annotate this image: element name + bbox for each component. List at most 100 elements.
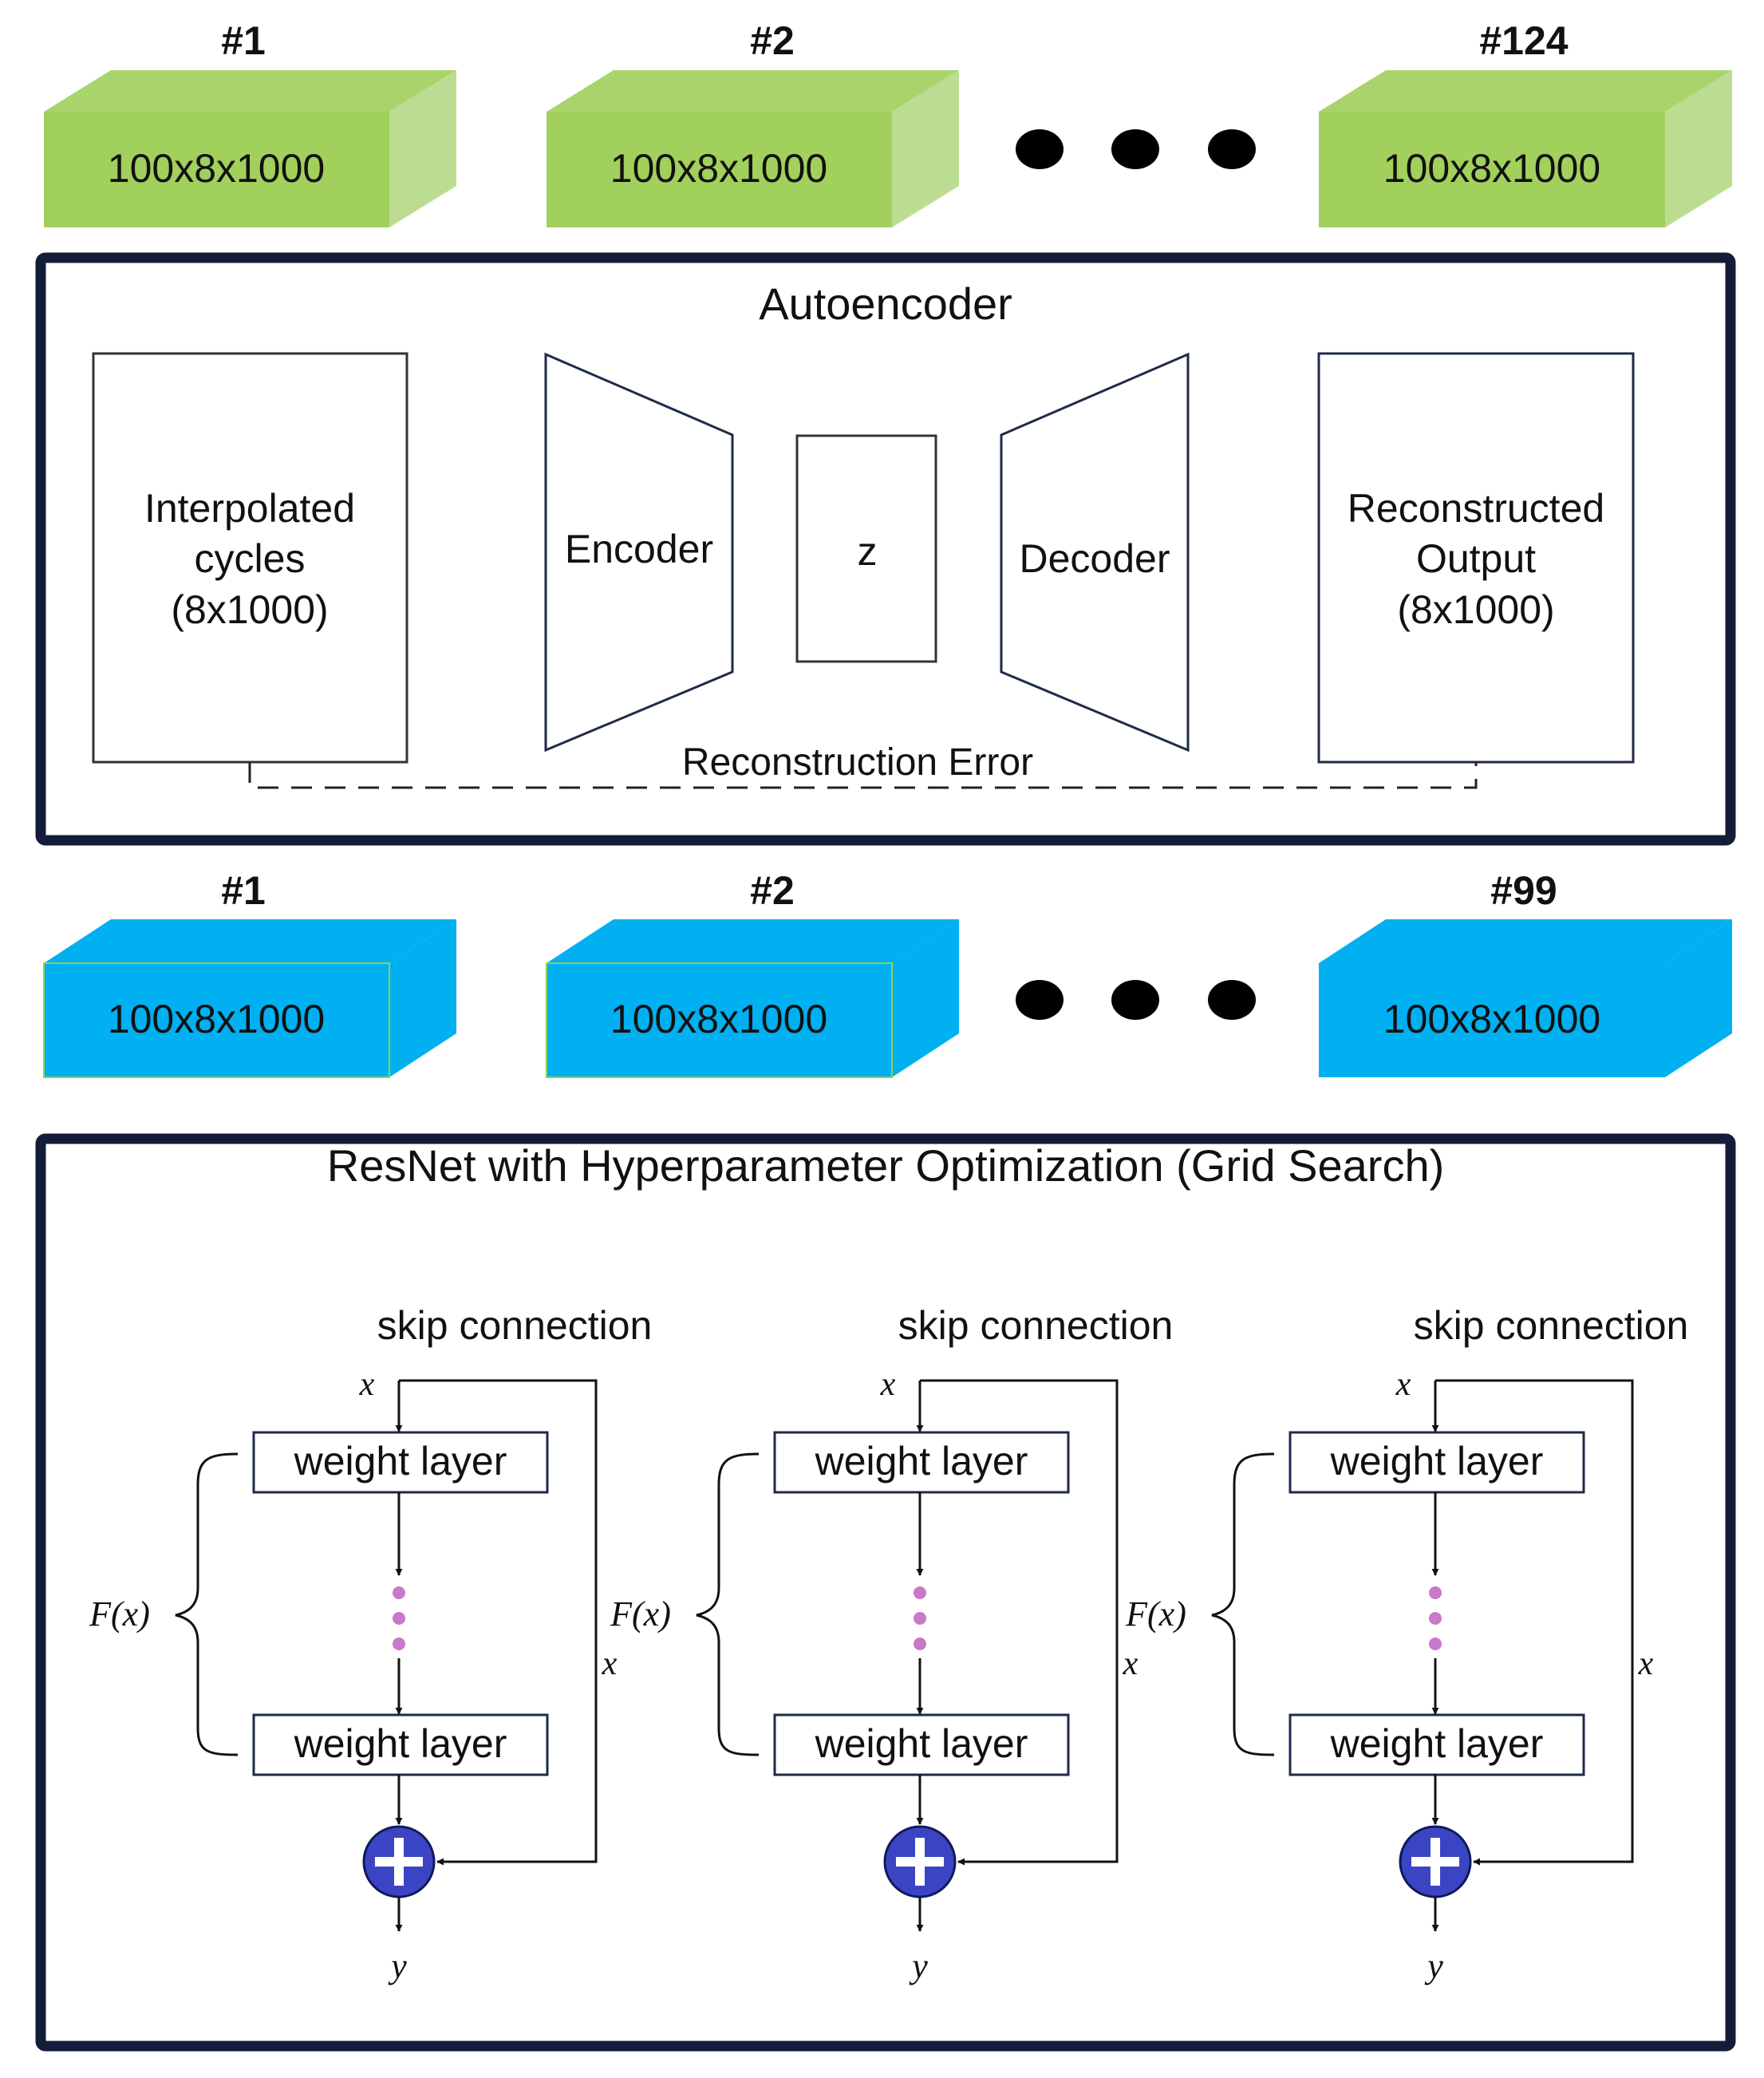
middle-tensor-block-1: #1 100x8x1000 — [43, 868, 456, 1078]
skip-connection-label: skip connection — [377, 1303, 653, 1348]
tensor-front-face — [1319, 963, 1665, 1077]
autoencoder-panel: Autoencoder Interpolated cycles (8x1000)… — [35, 252, 1736, 846]
tensor-front-face — [1319, 112, 1665, 227]
tensor-side-face — [389, 70, 456, 227]
fx-brace — [1211, 1452, 1275, 1756]
middle-tensor-block-99: #99 100x8x1000 — [1319, 868, 1732, 1077]
tensor-side-face — [892, 919, 959, 1077]
tensor-top-face — [547, 919, 959, 963]
addition-icon-bar-v — [915, 1838, 925, 1886]
top-tensor-block-2: #2 100x8x1000 — [547, 18, 959, 227]
weight-layer-top-label: weight layer — [294, 1439, 507, 1483]
tensor-index-label: #124 — [1479, 18, 1568, 63]
tensor-index-label: #2 — [750, 18, 795, 63]
input-cycles-label-line2: cycles — [195, 536, 306, 581]
fx-label: F(x) — [89, 1594, 150, 1634]
latent-z-box — [795, 434, 937, 663]
weight-layer-top-label: weight layer — [1330, 1439, 1544, 1483]
tensor-top-face — [44, 919, 456, 963]
skip-connection-path — [920, 1379, 1119, 1866]
ellipsis-dot — [393, 1586, 405, 1599]
weight-layer-top-box — [773, 1431, 1070, 1494]
autoencoder-frame — [35, 252, 1736, 846]
middle-tensor-row: #1 100x8x1000 #2 100x8x1000 #99 100x8x10… — [43, 868, 1732, 1078]
weight-layer-bottom-label: weight layer — [294, 1721, 507, 1766]
weight-layer-bottom-box — [773, 1713, 1070, 1776]
reconstruction-error-label: Reconstruction Error — [682, 741, 1033, 784]
reconstructed-output-box — [1317, 352, 1635, 764]
reconstructed-output-label-line3: (8x1000) — [1397, 587, 1554, 632]
input-cycles-label-line3: (8x1000) — [171, 587, 328, 632]
skip-connection-path — [1435, 1379, 1634, 1866]
decoder-shape — [1000, 352, 1190, 753]
weight-layer-top-label: weight layer — [815, 1439, 1028, 1483]
tensor-side-face — [1665, 70, 1732, 227]
top-tensor-block-124: #124 100x8x1000 — [1319, 18, 1732, 227]
tensor-top-face — [1319, 919, 1732, 963]
input-x-label: x — [359, 1366, 375, 1403]
ellipsis-dot — [914, 1638, 926, 1650]
tensor-front-face — [43, 962, 390, 1078]
input-x-label: x — [1395, 1366, 1411, 1403]
tensor-dims-label: 100x8x1000 — [108, 146, 325, 191]
ellipsis-dots — [1016, 980, 1256, 1020]
encoder-label: Encoder — [565, 527, 713, 571]
skip-connection-label: skip connection — [898, 1303, 1174, 1348]
ellipsis-dot — [393, 1638, 405, 1650]
weight-layer-top-box — [1288, 1431, 1585, 1494]
tensor-index-label: #1 — [221, 18, 266, 63]
tensor-side-face — [389, 919, 456, 1077]
ellipsis-dot — [393, 1612, 405, 1625]
tensor-dims-label: 100x8x1000 — [610, 997, 827, 1041]
reconstructed-output-label-line1: Reconstructed — [1348, 486, 1604, 531]
output-y-label: y — [388, 1946, 407, 1985]
tensor-dims-label: 100x8x1000 — [108, 997, 325, 1041]
resnet-title: ResNet with Hyperparameter Optimization … — [327, 1140, 1444, 1191]
output-y-label: y — [909, 1946, 928, 1985]
ellipsis-dot — [1429, 1638, 1442, 1650]
output-y-label: y — [1424, 1946, 1443, 1985]
ellipsis-dot — [914, 1612, 926, 1625]
ellipsis-dot — [1429, 1612, 1442, 1625]
encoder-shape — [544, 352, 734, 753]
tensor-side-face — [892, 70, 959, 227]
fx-brace — [696, 1452, 760, 1756]
tensor-side-face — [1665, 919, 1732, 1077]
weight-layer-bottom-label: weight layer — [1330, 1721, 1544, 1766]
reconstructed-output-label-line2: Output — [1416, 536, 1536, 581]
skip-x-label: x — [602, 1645, 618, 1682]
fx-label: F(x) — [610, 1594, 671, 1634]
skip-connection-label: skip connection — [1414, 1303, 1689, 1348]
tensor-index-label: #1 — [221, 868, 266, 913]
ellipsis-dot — [914, 1586, 926, 1599]
tensor-dims-label: 100x8x1000 — [1383, 997, 1600, 1041]
addition-icon-bar-v — [394, 1838, 404, 1886]
decoder-label: Decoder — [1020, 536, 1170, 581]
input-cycles-label-line1: Interpolated — [144, 486, 355, 531]
resnet-frame — [35, 1133, 1736, 2052]
resnet-panel: ResNet with Hyperparameter Optimization … — [35, 1133, 1736, 2052]
tensor-front-face — [44, 112, 389, 227]
tensor-dims-label: 100x8x1000 — [1383, 146, 1600, 191]
tensor-front-face — [547, 112, 892, 227]
middle-tensor-block-2: #2 100x8x1000 — [546, 868, 959, 1078]
ellipsis-dots — [1016, 129, 1256, 169]
tensor-top-face — [547, 70, 959, 112]
top-tensor-block-1: #1 100x8x1000 — [44, 18, 456, 227]
tensor-top-face — [44, 70, 456, 112]
reconstruction-error-link — [248, 762, 1478, 789]
tensor-index-label: #99 — [1490, 868, 1557, 913]
input-cycles-box — [92, 352, 408, 764]
input-x-label: x — [880, 1366, 896, 1403]
tensor-top-face — [1319, 70, 1732, 112]
tensor-front-face — [546, 962, 893, 1078]
weight-layer-bottom-box — [1288, 1713, 1585, 1776]
weight-layer-bottom-label: weight layer — [815, 1721, 1028, 1766]
weight-layer-bottom-box — [252, 1713, 549, 1776]
skip-connection-path — [399, 1379, 598, 1866]
ellipsis-dot — [1429, 1586, 1442, 1599]
